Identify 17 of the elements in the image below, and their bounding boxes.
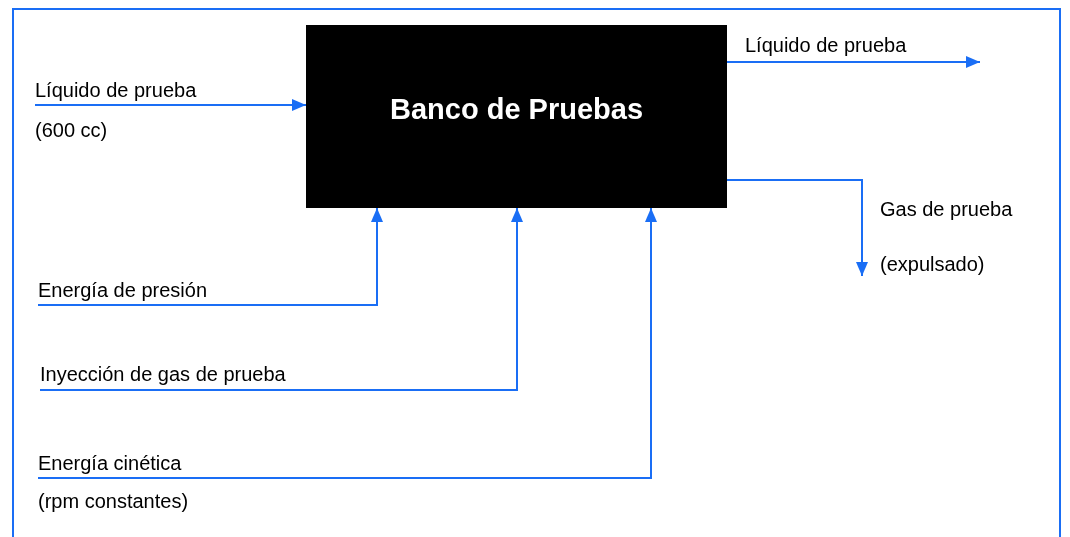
flow-label: Líquido de prueba	[35, 78, 197, 102]
flow-label: (600 cc)	[35, 118, 108, 142]
flow-label: Energía cinética	[38, 451, 182, 475]
process-box	[306, 25, 727, 208]
arrow	[726, 56, 981, 68]
arrow	[39, 207, 523, 391]
flow-label: (expulsado)	[880, 252, 985, 276]
flow-label: Energía de presión	[38, 278, 207, 302]
box-title: Banco de Pruebas	[390, 93, 643, 126]
arrow	[37, 207, 383, 306]
arrow	[34, 99, 307, 111]
flow-label: Gas de prueba	[880, 197, 1013, 221]
flow-label: Líquido de prueba	[745, 33, 907, 57]
arrow	[37, 207, 657, 479]
flow-label: Inyección de gas de prueba	[40, 362, 286, 386]
arrow	[726, 179, 868, 277]
flow-label: (rpm constantes)	[38, 489, 189, 513]
